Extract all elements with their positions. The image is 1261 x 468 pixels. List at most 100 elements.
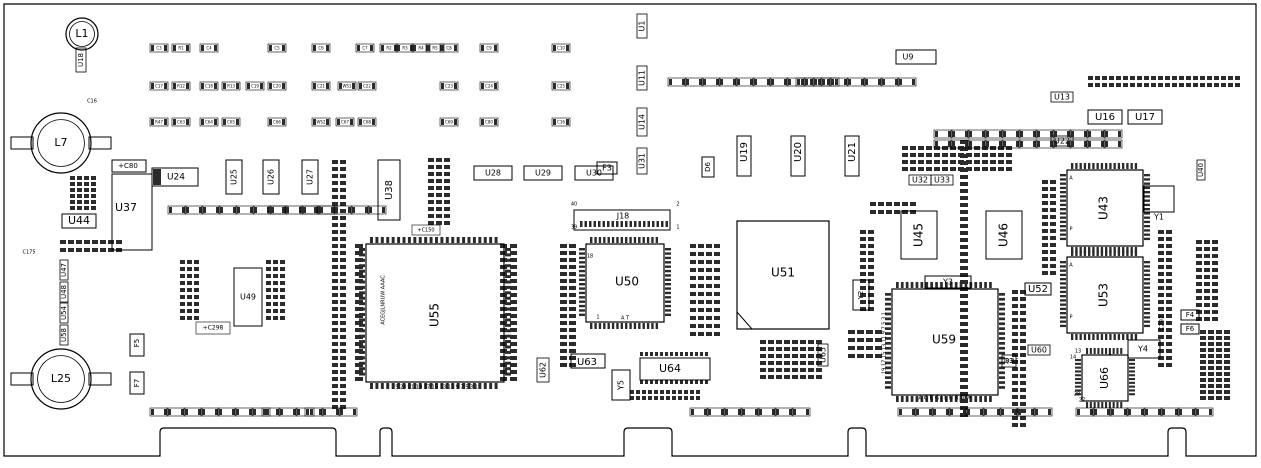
pin	[1060, 320, 1066, 323]
pad	[792, 354, 798, 358]
pad	[776, 375, 782, 379]
pad	[926, 153, 932, 157]
crystal-y3	[924, 275, 972, 289]
pad	[266, 267, 271, 271]
pad	[355, 363, 363, 367]
pin	[1129, 362, 1135, 365]
pad	[569, 258, 576, 262]
pad	[950, 167, 956, 171]
pin	[1105, 402, 1108, 408]
pad	[706, 308, 712, 312]
passive-component	[235, 205, 255, 215]
pin	[1060, 261, 1066, 264]
pin	[665, 221, 668, 227]
pad	[569, 314, 576, 318]
pad	[569, 307, 576, 311]
inductor-core	[69, 21, 95, 47]
chip-u62	[536, 357, 550, 383]
pad	[1012, 346, 1018, 350]
passive-label: C10	[557, 46, 565, 51]
pin	[1060, 278, 1066, 281]
pad	[1208, 396, 1214, 400]
pad	[816, 347, 822, 351]
pin	[1120, 402, 1123, 408]
pad	[808, 361, 814, 365]
pad	[714, 260, 720, 264]
pad	[654, 396, 658, 400]
pin	[505, 367, 511, 371]
pin	[1134, 163, 1138, 169]
pin	[638, 221, 641, 227]
pad	[960, 203, 968, 207]
pad	[902, 167, 908, 171]
pad	[706, 244, 712, 248]
label-r315: R315	[1005, 359, 1018, 365]
pad	[706, 300, 712, 304]
pin	[885, 297, 891, 301]
pad	[960, 224, 968, 228]
pad	[1224, 336, 1230, 340]
pad	[690, 268, 696, 272]
pin	[483, 383, 487, 389]
chip-u24	[151, 167, 199, 187]
pad	[714, 316, 720, 320]
pad	[332, 251, 338, 255]
pad	[768, 368, 774, 372]
pin	[1060, 203, 1066, 207]
pin	[607, 237, 610, 243]
pad	[690, 260, 696, 264]
pin	[483, 237, 487, 243]
pin	[590, 237, 593, 243]
pin	[999, 386, 1005, 389]
pad	[355, 377, 363, 381]
pin	[1126, 334, 1129, 340]
pad	[678, 396, 682, 400]
pad	[510, 286, 517, 290]
pin	[505, 275, 511, 279]
component-u62: U62	[539, 362, 548, 378]
pad	[1204, 282, 1210, 286]
pad	[340, 300, 346, 304]
pad	[1212, 254, 1218, 258]
pin	[589, 221, 592, 227]
passive-label: C25	[557, 84, 565, 89]
pin	[1088, 250, 1091, 256]
pad	[1042, 271, 1048, 275]
pad	[332, 405, 338, 409]
pin	[700, 380, 703, 384]
u66-pin: 13	[1075, 349, 1081, 355]
passive-component	[1018, 139, 1038, 149]
pad	[1158, 356, 1164, 360]
component-u51: U51	[771, 266, 795, 280]
pin	[1060, 312, 1066, 315]
pad	[934, 160, 940, 164]
pin	[1089, 402, 1092, 408]
pad	[690, 292, 696, 296]
pad	[868, 251, 874, 255]
pad	[690, 244, 696, 248]
pad	[1235, 76, 1240, 80]
pin	[1060, 174, 1066, 177]
pad	[340, 195, 346, 199]
passive-label: C24	[485, 84, 493, 89]
pin	[1134, 250, 1138, 256]
passive-component	[1160, 407, 1180, 417]
j18-pin-2: 2	[676, 202, 679, 208]
pad	[273, 274, 278, 278]
pin	[1060, 208, 1066, 211]
pin	[1130, 163, 1133, 169]
pin	[1129, 359, 1135, 362]
pad	[714, 276, 720, 280]
pad	[1012, 290, 1018, 294]
pad	[340, 265, 346, 269]
pad	[266, 288, 271, 292]
pad	[926, 146, 932, 150]
pad	[760, 361, 766, 365]
pad	[510, 265, 517, 269]
pad	[942, 153, 948, 157]
pad	[1221, 83, 1226, 87]
pad	[355, 349, 363, 353]
pad	[76, 240, 82, 244]
passive-label: C19	[251, 84, 259, 89]
